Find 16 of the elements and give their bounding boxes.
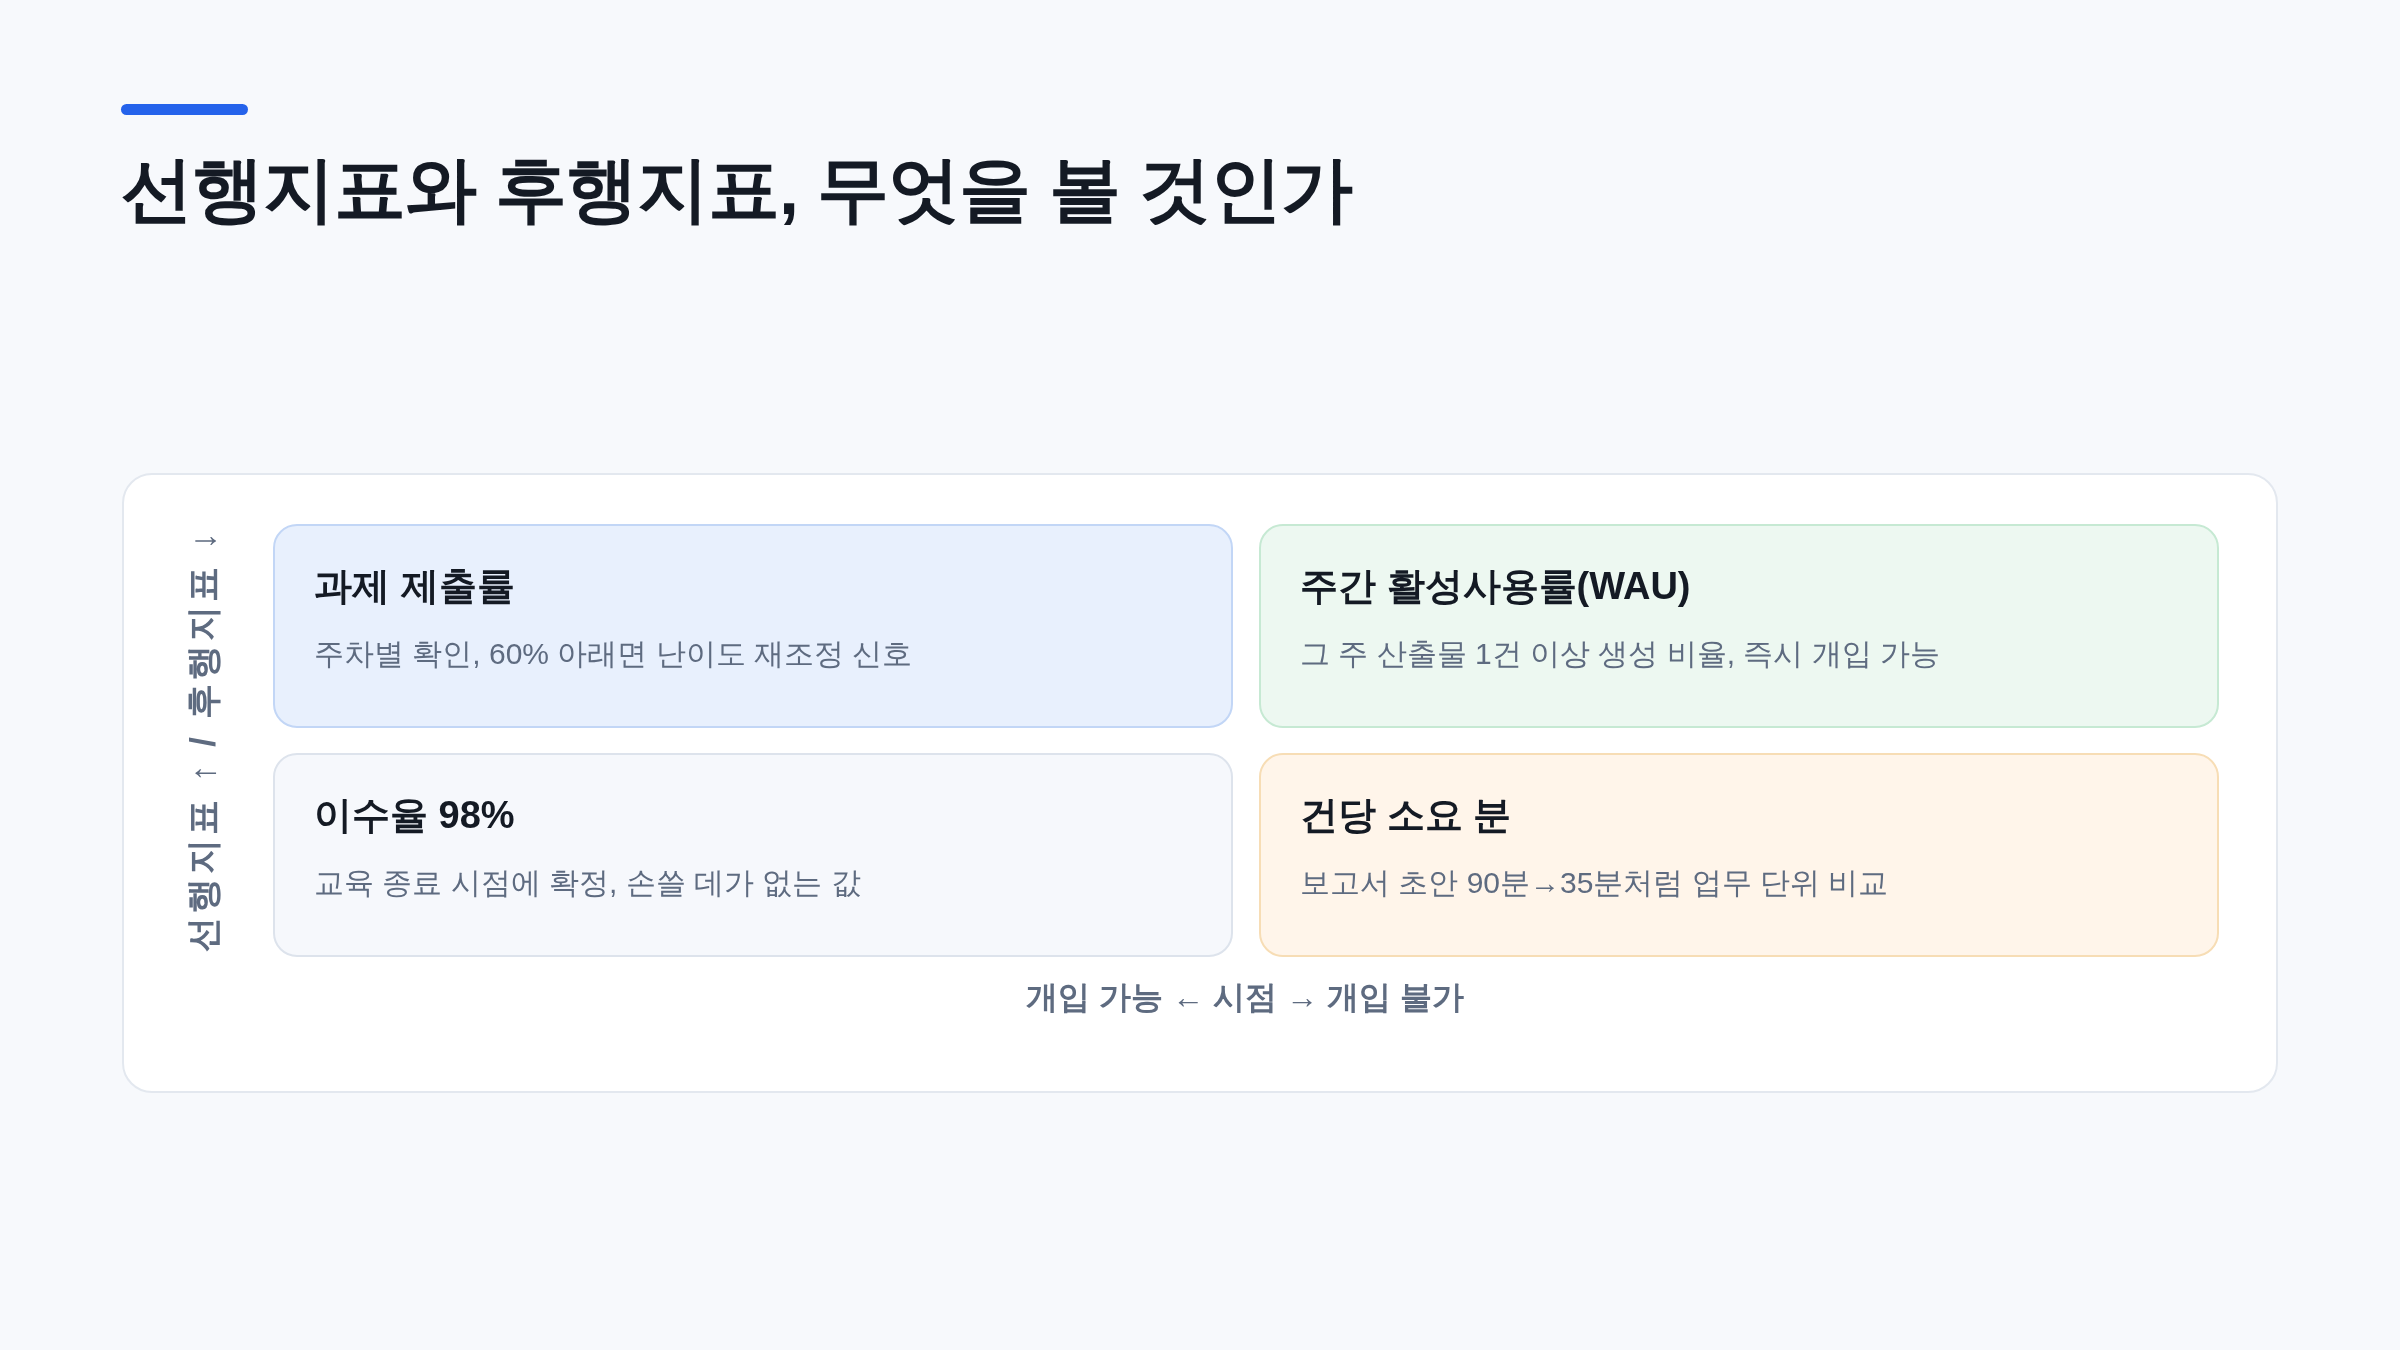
card-description: 그 주 산출물 1건 이상 생성 비율, 즉시 개입 가능 — [1300, 636, 1941, 672]
card-description: 교육 종료 시점에 확정, 손쓸 데가 없는 값 — [314, 865, 861, 901]
title: 선행지표와 후행지표, 무엇을 볼 것인가 — [121, 148, 1353, 231]
card-heading: 과제 제출률 — [314, 564, 515, 609]
axis-label: 개입 가능 ← 시점 → 개입 불가 — [1026, 977, 1464, 1017]
axis-label: 선행지표 ↑ / 후행지표 ↓ — [182, 528, 223, 952]
quadrant-card — [273, 524, 1233, 728]
quadrant-card — [1259, 753, 2219, 957]
card-heading: 건당 소요 분 — [1300, 793, 1512, 838]
panel-card — [122, 473, 2278, 1093]
quadrant-card — [1259, 524, 2219, 728]
card-heading: 주간 활성사용률(WAU) — [1300, 564, 1691, 609]
quadrant-card — [273, 753, 1233, 957]
card-description: 보고서 초안 90분→35분처럼 업무 단위 비교 — [1300, 865, 1889, 901]
card-heading: 이수율 98% — [314, 793, 515, 838]
card-description: 주차별 확인, 60% 아래면 난이도 재조정 신호 — [314, 636, 913, 672]
